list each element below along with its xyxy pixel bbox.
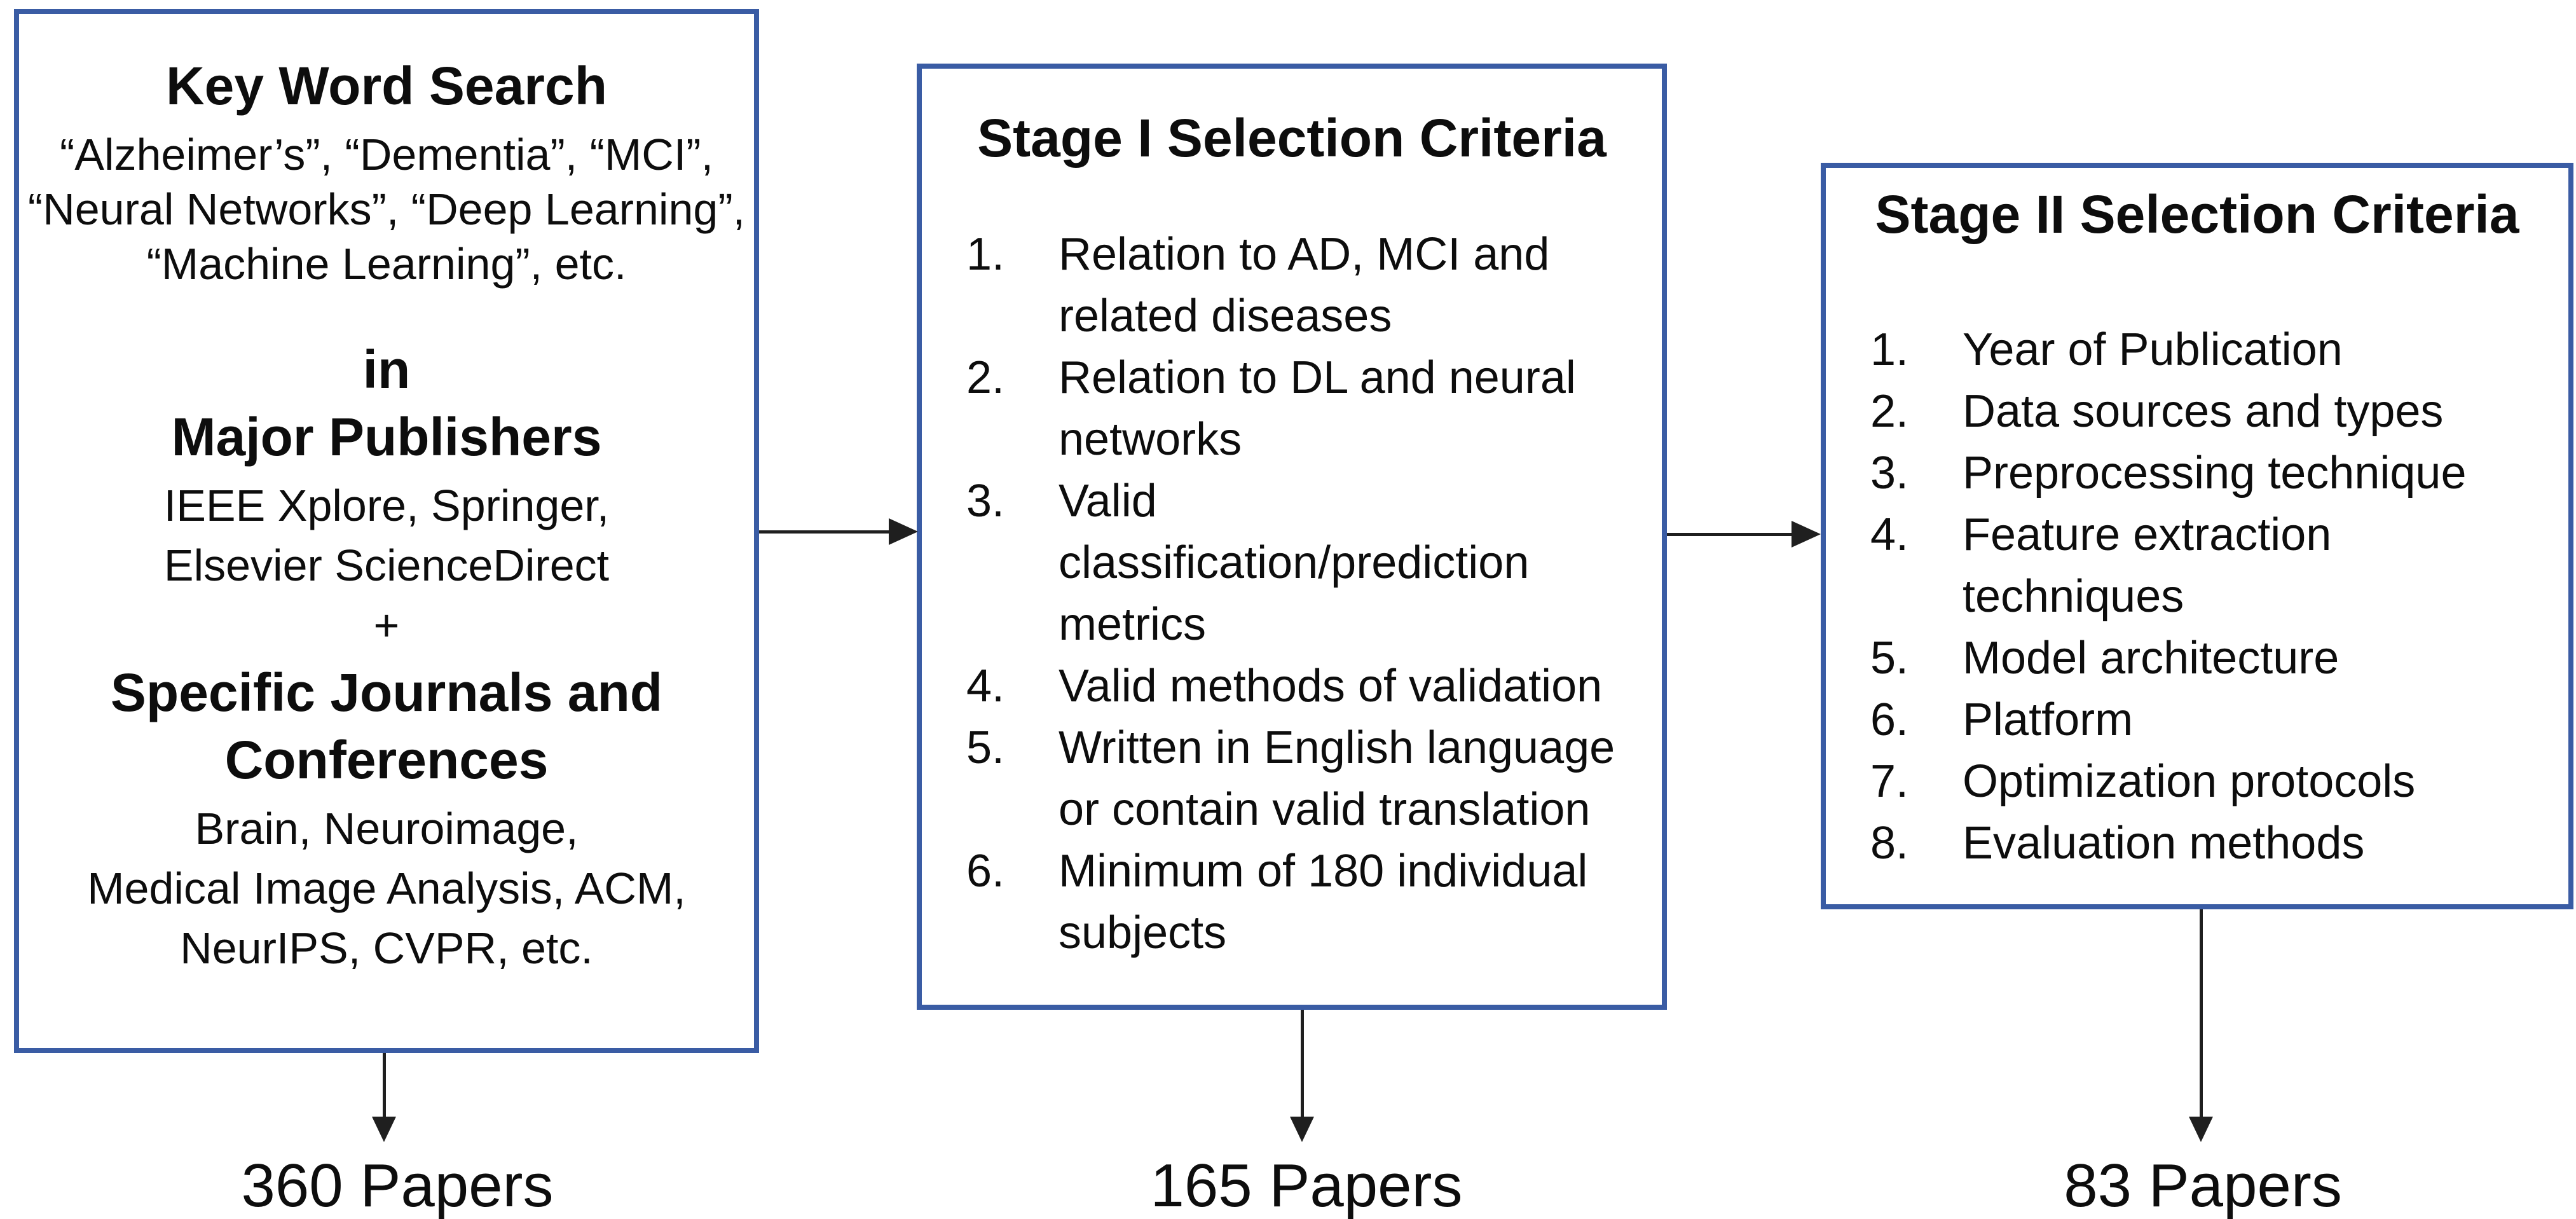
list-text: Data sources and types [1963,386,2444,437]
arrow-stage1-to-count-head [1290,1117,1314,1142]
stage2-title: Stage II Selection Criteria [1875,184,2519,244]
list-item: 6. Platform [1870,689,2568,751]
keyword-search-title: Key Word Search [165,56,608,116]
stage1-title: Stage I Selection Criteria [977,108,1607,168]
list-number: 7. [1870,756,1909,807]
keyword-line: “Machine Learning”, etc. [146,239,627,289]
list-item: 6. Minimum of 180 individual subjects [966,841,1662,964]
list-text: Valid methods of validation [1058,661,1603,712]
list-number: 5. [966,722,1005,773]
journal-line: Brain, Neuroimage, [195,804,579,853]
stage2-paper-count: 83 Papers [2064,1152,2342,1219]
list-text: Feature extraction techniques [1963,509,2332,622]
list-number: 6. [1870,694,1909,745]
source-paper-count: 360 Papers [241,1152,554,1219]
arrow-source-to-stage1-head [889,518,918,545]
list-item: 1. Relation to AD, MCI and related disea… [966,224,1662,347]
list-item: 4. Valid methods of validation [966,656,1662,717]
arrow-source-to-count-shaft [383,1053,386,1118]
stage1-criteria-box: Stage I Selection Criteria 1. Relation t… [917,64,1667,1010]
list-number: 1. [966,229,1005,280]
publisher-line: Elsevier ScienceDirect [163,541,610,590]
list-text: Preprocessing technique [1963,448,2467,499]
list-number: 8. [1870,818,1909,869]
list-number: 2. [1870,386,1909,437]
stage1-paper-count: 165 Papers [1150,1152,1463,1219]
arrow-source-to-stage1-shaft [759,530,890,534]
list-item: 4. Feature extraction techniques [1870,504,2568,628]
list-item: 5. Model architecture [1870,628,2568,689]
list-text: Model architecture [1963,633,2340,684]
list-item: 5. Written in English language or contai… [966,717,1662,841]
arrow-stage2-to-count-head [2189,1117,2213,1142]
list-item: 3. Preprocessing technique [1870,443,2568,504]
arrow-source-to-count-head [372,1117,396,1142]
keyword-line: “Neural Networks”, “Deep Learning”, [27,184,746,234]
list-number: 3. [966,476,1005,527]
list-number: 4. [966,661,1005,712]
list-item: 7. Optimization protocols [1870,751,2568,813]
stage2-criteria-list: 1. Year of Publication 2. Data sources a… [1826,319,2568,874]
list-item: 2. Data sources and types [1870,381,2568,443]
arrow-stage1-to-count-shaft [1301,1010,1304,1118]
list-item: 8. Evaluation methods [1870,813,2568,874]
journal-line: NeurIPS, CVPR, etc. [180,923,593,973]
list-number: 2. [966,352,1005,403]
keyword-list: “Alzheimer’s”, “Dementia”, “MCI”, “Neura… [19,127,754,291]
publisher-line: IEEE Xplore, Springer, [163,481,610,530]
major-publishers-heading: Major Publishers [171,407,602,467]
specific-journals-heading: Specific Journals and Conferences [110,663,663,790]
stage2-criteria-box: Stage II Selection Criteria 1. Year of P… [1821,163,2573,909]
stage1-criteria-list: 1. Relation to AD, MCI and related disea… [922,224,1662,964]
plus-sign: + [373,600,400,650]
list-text: Platform [1963,694,2134,745]
list-text: Relation to AD, MCI and related diseases [1058,229,1550,341]
list-item: 3. Valid classification/prediction metri… [966,471,1662,656]
list-number: 5. [1870,633,1909,684]
arrow-stage2-to-count-shaft [2200,909,2203,1118]
list-number: 6. [966,846,1005,897]
list-text: Minimum of 180 individual subjects [1058,846,1588,958]
list-text: Written in English language or contain v… [1058,722,1615,835]
list-text: Year of Publication [1963,324,2343,375]
list-text: Relation to DL and neural networks [1058,352,1576,465]
publisher-list: IEEE Xplore, Springer, Elsevier ScienceD… [19,476,754,595]
list-item: 1. Year of Publication [1870,319,2568,381]
keyword-search-box: Key Word Search “Alzheimer’s”, “Dementia… [14,9,759,1053]
arrow-stage1-to-stage2-shaft [1667,533,1793,536]
list-text: Evaluation methods [1963,818,2365,869]
list-number: 4. [1870,509,1909,560]
arrow-stage1-to-stage2-head [1792,521,1821,548]
list-text: Valid classification/prediction metrics [1058,476,1530,650]
journal-line: Medical Image Analysis, ACM, [87,864,686,913]
list-item: 2. Relation to DL and neural networks [966,347,1662,471]
keyword-line: “Alzheimer’s”, “Dementia”, “MCI”, [59,130,714,179]
list-number: 1. [1870,324,1909,375]
list-number: 3. [1870,448,1909,499]
journal-list: Brain, Neuroimage, Medical Image Analysi… [19,799,754,978]
list-text: Optimization protocols [1963,756,2416,807]
connector-word-in: in [362,340,411,399]
